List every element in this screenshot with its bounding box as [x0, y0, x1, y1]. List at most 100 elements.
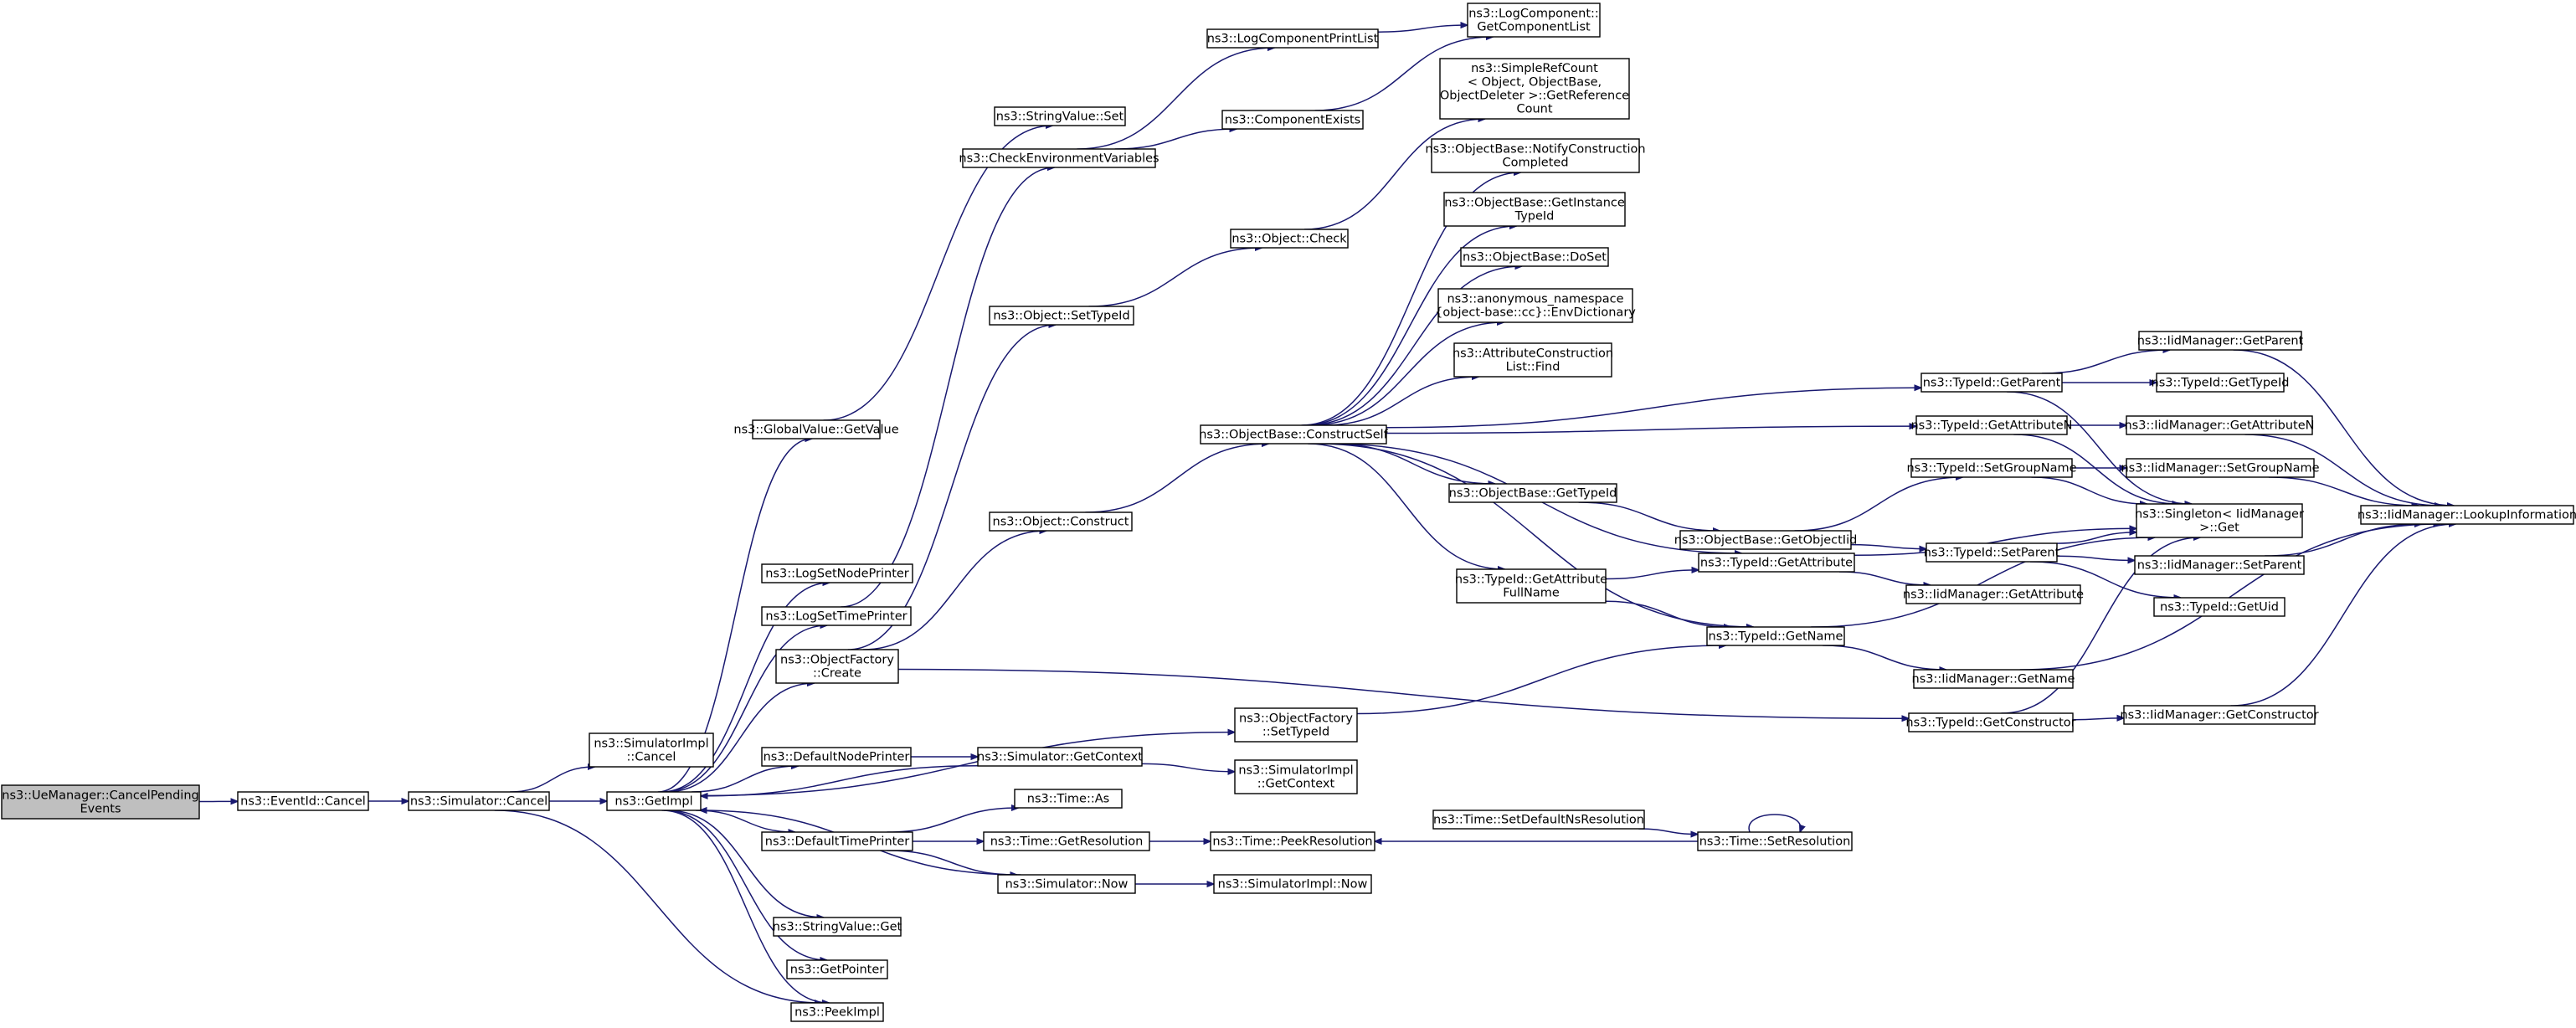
- node-compexists[interactable]: ns3::ComponentExists: [1221, 110, 1364, 130]
- node-simimplgetcontext[interactable]: ns3::SimulatorImpl::GetContext: [1234, 759, 1358, 794]
- node-stringvalueset[interactable]: ns3::StringValue::Set: [994, 106, 1126, 126]
- node-label-line: ns3::Time::GetResolution: [990, 835, 1144, 848]
- node-iidsetgroup[interactable]: ns3::IidManager::SetGroupName: [2121, 458, 2320, 478]
- node-obgetobjectiid[interactable]: ns3::ObjectBase::GetObjectIid: [1674, 530, 1858, 550]
- node-tidsetgroup[interactable]: ns3::TypeId::SetGroupName: [1906, 458, 2077, 478]
- node-iidgetctor[interactable]: ns3::IidManager::GetConstructor: [2120, 705, 2319, 725]
- node-logsettime[interactable]: ns3::LogSetTimePrinter: [761, 606, 912, 626]
- node-box: [2134, 555, 2305, 575]
- node-box: [1, 784, 200, 820]
- node-label-line: ns3::Simulator::Cancel: [410, 794, 548, 808]
- node-tidgetattrn[interactable]: ns3::TypeId::GetAttributeN: [1910, 415, 2073, 435]
- node-stringvalueget[interactable]: ns3::StringValue::Get: [773, 917, 902, 937]
- node-label-line: ns3::TypeId::SetGroupName: [1906, 461, 2076, 475]
- node-eventid[interactable]: ns3::EventId::Cancel: [237, 791, 369, 811]
- node-simimplcancel[interactable]: ns3::SimulatorImpl::Cancel: [589, 732, 714, 768]
- node-logcompgetlist[interactable]: ns3::LogComponent::GetComponentList: [1467, 3, 1601, 38]
- node-ofcreate[interactable]: ns3::ObjectFactory::Create: [775, 649, 899, 684]
- node-gvgetvalue[interactable]: ns3::GlobalValue::GetValue: [733, 419, 899, 439]
- node-label-line: ns3::ObjectBase::GetTypeId: [1449, 486, 1617, 500]
- node-label-line: Events: [80, 803, 121, 816]
- node-box: [1014, 789, 1123, 809]
- node-peekimpl[interactable]: ns3::PeekImpl: [790, 1002, 884, 1022]
- node-tidgettypeid[interactable]: ns3::TypeId::GetTypeId: [2152, 373, 2290, 393]
- node-obgettypeid[interactable]: ns3::ObjectBase::GetTypeId: [1448, 483, 1617, 503]
- node-timegetres[interactable]: ns3::Time::GetResolution: [983, 831, 1150, 851]
- node-singleton[interactable]: ns3::Singleton< IidManager>::Get: [2135, 503, 2304, 538]
- node-tidgetctor[interactable]: ns3::TypeId::GetConstructor: [1905, 712, 2076, 732]
- node-timepeekres[interactable]: ns3::Time::PeekResolution: [1210, 831, 1375, 851]
- node-iidgetattr[interactable]: ns3::IidManager::GetAttribute: [1903, 584, 2084, 604]
- node-box: [1908, 712, 2074, 732]
- node-timeas[interactable]: ns3::Time::As: [1014, 789, 1123, 809]
- node-simgetcontext[interactable]: ns3::Simulator::GetContext: [977, 747, 1143, 767]
- node-label-line: ns3::GlobalValue::GetValue: [733, 423, 898, 436]
- node-simplerefcount[interactable]: ns3::SimpleRefCount< Object, ObjectBase,…: [1439, 58, 1630, 120]
- node-tidgetname[interactable]: ns3::TypeId::GetName: [1706, 626, 1845, 646]
- node-objcheck[interactable]: ns3::Object::Check: [1230, 229, 1349, 249]
- node-label-line: ns3::Simulator::Now: [1005, 877, 1129, 891]
- node-tidgetparent[interactable]: ns3::TypeId::GetParent: [1920, 373, 2063, 393]
- node-box: [752, 419, 881, 439]
- edge-deftimeprinter-to-timeas: [887, 808, 1019, 833]
- edges-layer: [198, 25, 2455, 1003]
- node-simimplnow[interactable]: ns3::SimulatorImpl::Now: [1213, 874, 1372, 894]
- node-logsetnode[interactable]: ns3::LogSetNodePrinter: [761, 563, 913, 583]
- node-iidlookup[interactable]: ns3::IidManager::LookupInformation: [2357, 505, 2576, 525]
- node-tidgetattribute[interactable]: ns3::TypeId::GetAttribute: [1698, 553, 1855, 573]
- edge-getimpl-to-ofsettypeid: [700, 732, 1235, 797]
- node-checkenv[interactable]: ns3::CheckEnvironmentVariables: [959, 148, 1159, 168]
- node-box: [2360, 505, 2574, 525]
- node-simcancel[interactable]: ns3::Simulator::Cancel: [408, 791, 550, 811]
- edge-ofcreate-to-objsettypeid: [847, 325, 1056, 650]
- edge-getimpl-to-logsetnode: [661, 583, 830, 793]
- node-label-line: GetComponentList: [1477, 21, 1591, 34]
- node-label-line: ns3::ObjectFactory: [1239, 712, 1353, 725]
- node-getpointer[interactable]: ns3::GetPointer: [786, 959, 888, 979]
- edge-obconstructself-to-obdoset: [1305, 266, 1522, 426]
- node-iidgetname[interactable]: ns3::IidManager::GetName: [1912, 669, 2075, 689]
- node-label-line: ns3::SimulatorImpl::Now: [1218, 877, 1368, 891]
- node-iidgetattrn[interactable]: ns3::IidManager::GetAttributeN: [2124, 415, 2315, 435]
- node-iidgetparent[interactable]: ns3::IidManager::GetParent: [2137, 331, 2304, 351]
- node-box: [2126, 415, 2313, 435]
- node-box: [989, 511, 1133, 532]
- node-tidsetparent[interactable]: ns3::TypeId::SetParent: [1924, 542, 2060, 563]
- node-simnow[interactable]: ns3::Simulator::Now: [997, 874, 1136, 894]
- node-obdoset[interactable]: ns3::ObjectBase::DoSet: [1460, 247, 1609, 267]
- node-iidsetparent[interactable]: ns3::IidManager::SetParent: [2134, 555, 2305, 575]
- node-box: [1439, 58, 1630, 120]
- edge-obconstructself-to-tidgetparent: [1386, 388, 1921, 429]
- node-getimpl[interactable]: ns3::GetImpl: [606, 791, 702, 811]
- node-deftimeprinter[interactable]: ns3::DefaultTimePrinter: [761, 831, 913, 851]
- edge-checkenv-to-logcompprint: [1077, 48, 1274, 150]
- edge-getimpl-to-logsettime: [662, 625, 827, 793]
- node-label-line: ns3::SimpleRefCount: [1471, 62, 1598, 75]
- node-envdict[interactable]: ns3::anonymous_namespace{object-base::cc…: [1435, 288, 1636, 323]
- edge-obconstructself-to-aclfind: [1323, 377, 1478, 426]
- node-label-line: ns3::LogComponent::: [1468, 7, 1599, 20]
- node-objsettypeid[interactable]: ns3::Object::SetTypeId: [989, 306, 1134, 326]
- node-timesetres[interactable]: ns3::Time::SetResolution: [1697, 831, 1853, 851]
- node-defnodeprinter[interactable]: ns3::DefaultNodePrinter: [761, 747, 912, 767]
- node-objconstruct[interactable]: ns3::Object::Construct: [989, 511, 1133, 532]
- node-obnotify[interactable]: ns3::ObjectBase::NotifyConstructionCompl…: [1425, 138, 1646, 173]
- node-label-line: ns3::PeekImpl: [794, 1005, 880, 1019]
- node-label-line: ns3::SimulatorImpl: [594, 737, 708, 750]
- node-obconstructself[interactable]: ns3::ObjectBase::ConstructSelf: [1199, 424, 1389, 445]
- edge-objcheck-to-simplerefcount: [1304, 119, 1485, 230]
- node-box: [1431, 138, 1640, 173]
- node-box: [1706, 626, 1845, 646]
- node-ofsettypeid[interactable]: ns3::ObjectFactory::SetTypeId: [1234, 707, 1358, 743]
- node-timesetdefault[interactable]: ns3::Time::SetDefaultNsResolution: [1432, 810, 1645, 830]
- node-label-line: ns3::TypeId::GetAttribute: [1700, 556, 1853, 569]
- node-label-line: ns3::ObjectFactory: [780, 653, 894, 666]
- node-logcompprint[interactable]: ns3::LogComponentPrintList: [1206, 28, 1379, 49]
- node-tidgetuid[interactable]: ns3::TypeId::GetUid: [2153, 597, 2285, 617]
- node-label-line: ns3::AttributeConstruction: [1453, 347, 1613, 360]
